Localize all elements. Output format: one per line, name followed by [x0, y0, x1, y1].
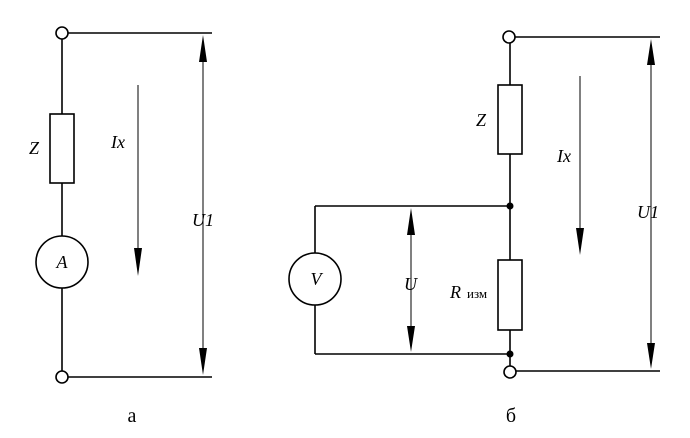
- impedance-label-a: Z: [29, 138, 40, 158]
- ammeter-a: [35, 235, 89, 289]
- current-label-b: Ix: [556, 146, 571, 166]
- voltage-label-a: U1: [192, 210, 214, 230]
- circuit-a: Z A Ix U1 а: [29, 26, 214, 427]
- resistor-label-b: R изм: [449, 282, 487, 302]
- impedance-z-b: [497, 84, 523, 155]
- voltage-label-b: U1: [637, 202, 659, 222]
- current-arrowhead-b: [576, 228, 584, 255]
- impedance-label-b: Z: [476, 110, 487, 130]
- voltage-arrowhead-bottom-a: [199, 348, 207, 375]
- voltmeter-label-b: V: [311, 269, 324, 289]
- ammeter-label-a: A: [56, 252, 69, 272]
- current-arrowhead-a: [134, 248, 142, 276]
- measured-voltage-label-b: U: [404, 274, 418, 294]
- voltmeter-b: [288, 252, 342, 306]
- resistor-label-main: R: [449, 282, 461, 302]
- resistor-label-subscript: изм: [467, 286, 487, 301]
- impedance-z-a: [49, 113, 75, 184]
- current-label-a: Ix: [110, 132, 125, 152]
- voltage-arrowhead-top-b: [647, 39, 655, 65]
- terminal-top-b: [502, 30, 516, 44]
- measured-voltage-arrowhead-top-b: [407, 208, 415, 235]
- measured-voltage-arrowhead-bottom-b: [407, 326, 415, 352]
- measuring-resistor-b: [497, 259, 523, 331]
- voltage-arrowhead-bottom-b: [647, 343, 655, 369]
- voltage-arrowhead-top-a: [199, 35, 207, 62]
- terminal-bottom-b: [503, 365, 517, 379]
- junction-bottom-b: [506, 350, 514, 358]
- terminal-bottom-a: [55, 370, 69, 384]
- caption-a: а: [128, 405, 137, 427]
- junction-top-b: [506, 202, 514, 210]
- caption-b: б: [506, 405, 516, 427]
- terminal-top-a: [55, 26, 69, 40]
- circuit-b: Z R изм V U Ix U1 б: [288, 30, 660, 427]
